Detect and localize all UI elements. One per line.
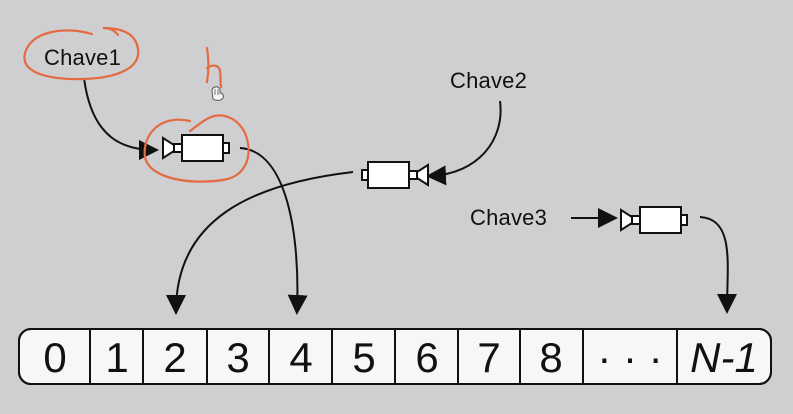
key-label-chave2: Chave2 bbox=[450, 68, 528, 93]
array-cell-label-3: 3 bbox=[226, 334, 249, 381]
video-camera-icon bbox=[162, 134, 230, 162]
array-cell-label-5: 5 bbox=[352, 334, 375, 381]
video-camera-icon bbox=[361, 161, 429, 189]
array-cell-label-2: 2 bbox=[163, 334, 186, 381]
key-label-chave1: Chave1 bbox=[44, 45, 122, 70]
hash-table-array: 0 1 2 3 4 5 6 7 8 · · · N-1 bbox=[18, 328, 772, 385]
array-cell-label-1: 1 bbox=[105, 334, 128, 381]
arrow-camera2-to-cell-2 bbox=[166, 171, 354, 315]
array-cell-label-0: 0 bbox=[43, 334, 66, 381]
cursor-hand-icon bbox=[211, 86, 224, 101]
array-cell-label-n-1: N-1 bbox=[690, 334, 758, 381]
arrow-camera3-to-cell-n-1 bbox=[699, 216, 738, 314]
array-cell-label-ellipsis: · · · bbox=[597, 334, 662, 381]
array-cell-label-8: 8 bbox=[539, 334, 562, 381]
annotation-h-mark bbox=[205, 46, 223, 89]
arrow-chave2-to-camera2 bbox=[426, 100, 502, 186]
arrow-chave1-to-camera1 bbox=[83, 77, 159, 160]
array-cell-label-6: 6 bbox=[415, 334, 438, 381]
array-cell-label-4: 4 bbox=[289, 334, 312, 381]
video-camera-icon bbox=[620, 206, 688, 234]
arrow-camera1-to-cell-4 bbox=[239, 147, 308, 315]
annotation-circle-chave1 bbox=[23, 26, 140, 81]
annotation-circle-camera1 bbox=[143, 114, 250, 183]
key-label-chave3: Chave3 bbox=[470, 205, 548, 230]
array-cell-label-7: 7 bbox=[477, 334, 500, 381]
